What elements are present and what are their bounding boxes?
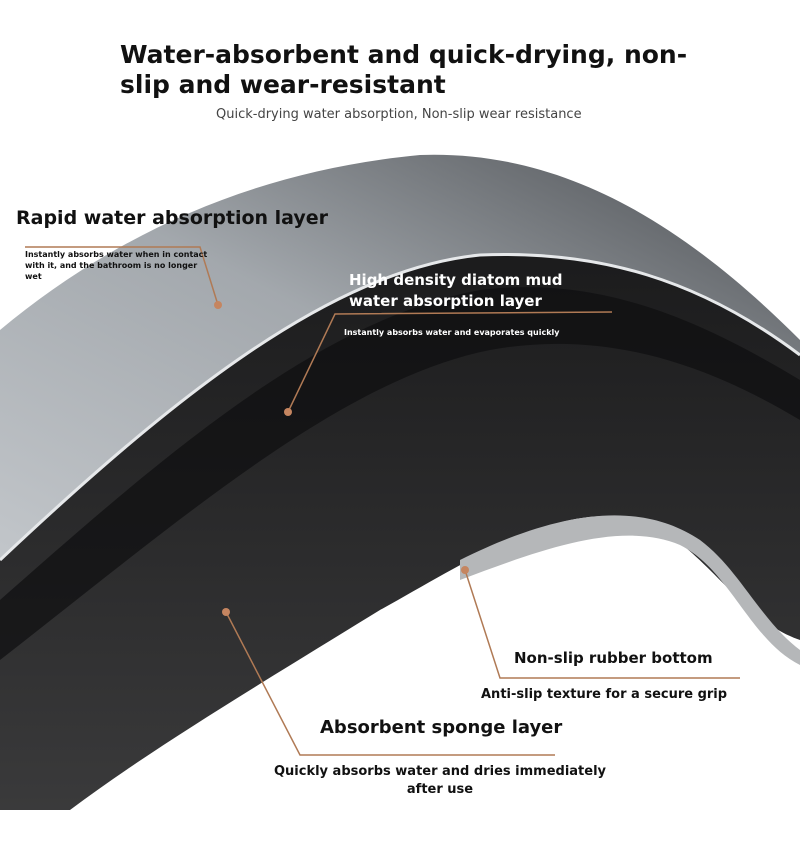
page-subtitle: Quick-drying water absorption, Non-slip …: [216, 107, 582, 122]
callout-desc-rapid-absorption: Instantly absorbs water when in contact …: [25, 250, 208, 281]
callout-dots: [214, 301, 469, 616]
sponge-layer: [0, 245, 800, 811]
rubber-bottom-layer: [460, 515, 800, 665]
diatom-mud-layer: [0, 287, 800, 660]
callout-title-sponge: Absorbent sponge layer: [320, 717, 563, 738]
callout-desc-sponge: Quickly absorbs water and dries immediat…: [273, 764, 607, 797]
callout-title-diatom-mud: High density diatom mud water absorption…: [349, 271, 563, 310]
callout-title-rapid-absorption: Rapid water absorption layer: [16, 207, 329, 229]
callout-desc-rubber-bottom: Anti-slip texture for a secure grip: [481, 687, 728, 702]
leader-lines: [25, 246, 740, 756]
callout-title-rubber-bottom: Non-slip rubber bottom: [514, 649, 713, 667]
callout-desc-diatom-mud: Instantly absorbs water and evaporates q…: [344, 328, 560, 337]
layer-highlight-edge: [0, 253, 800, 562]
page-title: Water-absorbent and quick-drying, non-sl…: [120, 40, 688, 99]
rapid-absorption-layer: [0, 154, 800, 560]
